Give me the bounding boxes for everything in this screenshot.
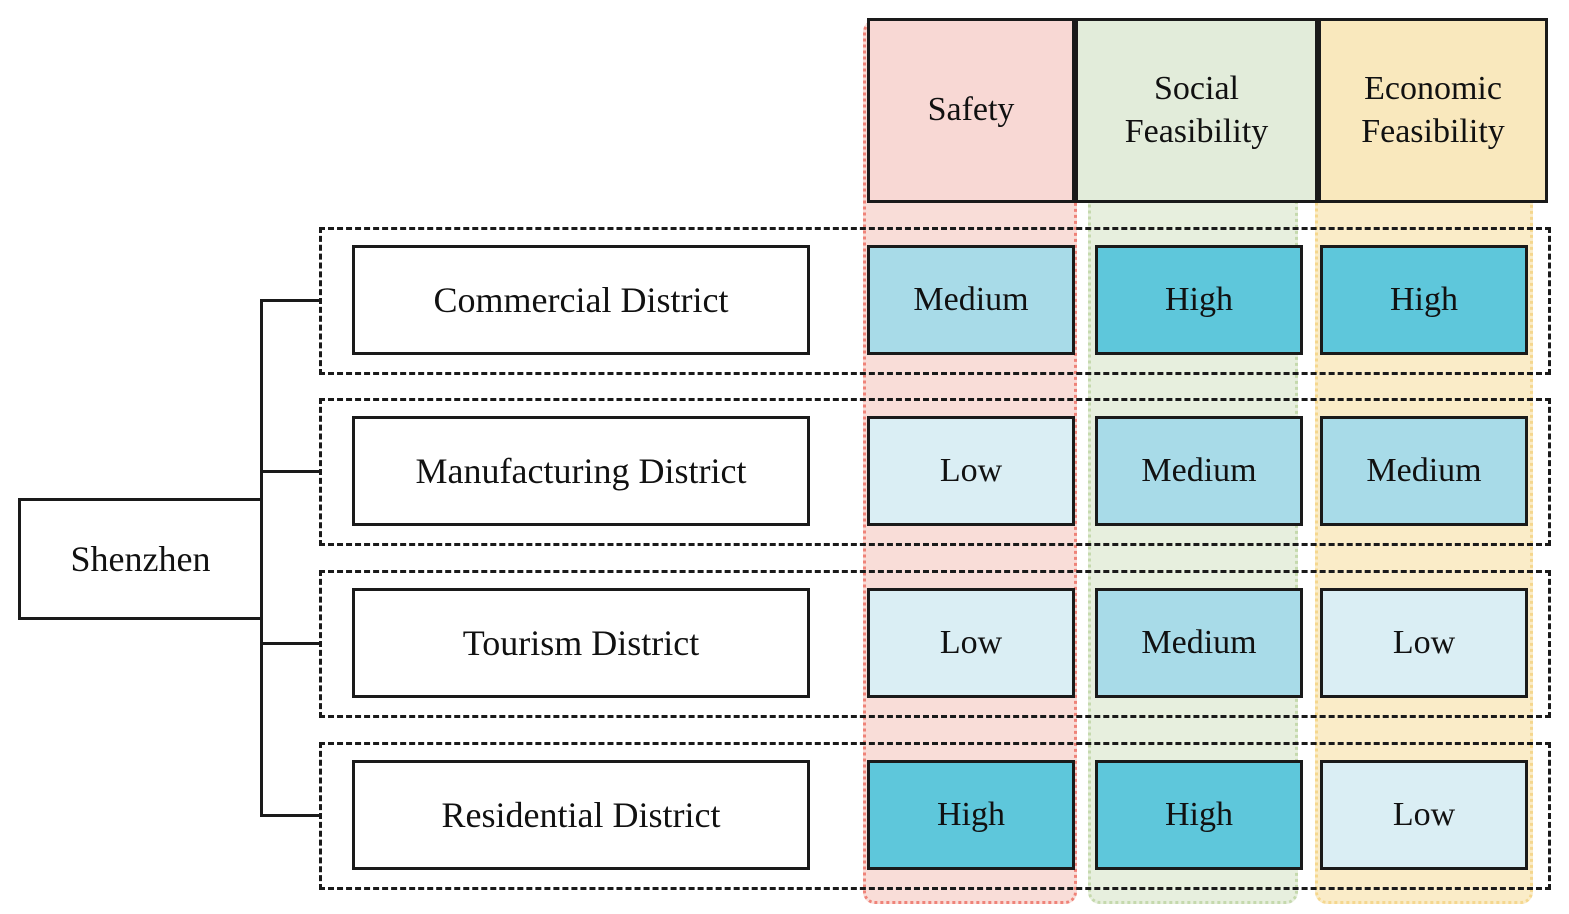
column-header-social-feasibility: Social Feasibility — [1075, 18, 1318, 203]
rating-value: Medium — [1366, 452, 1482, 489]
root-node-shenzhen: Shenzhen — [18, 498, 263, 620]
district-label: Commercial District — [433, 280, 729, 320]
row-group-tourism — [319, 570, 1551, 718]
rating-value: High — [1390, 281, 1458, 318]
rating-value: High — [937, 796, 1005, 833]
district-node-tourism: Tourism District — [352, 588, 810, 698]
rating-cell-residential-social: High — [1095, 760, 1303, 870]
rating-value: Low — [939, 624, 1003, 661]
rating-value: Medium — [1141, 624, 1257, 661]
tree-branch-line-2 — [260, 470, 320, 473]
rating-cell-manufacturing-safety: Low — [867, 416, 1075, 526]
rating-cell-residential-economic: Low — [1320, 760, 1528, 870]
rating-value: High — [1165, 281, 1233, 318]
rating-cell-commercial-social: High — [1095, 245, 1303, 355]
district-node-commercial: Commercial District — [352, 245, 810, 355]
column-header-label: Safety — [927, 91, 1015, 129]
column-header-label: Economic Feasibility — [1361, 70, 1505, 150]
district-label: Tourism District — [462, 623, 700, 663]
rating-cell-manufacturing-social: Medium — [1095, 416, 1303, 526]
row-group-manufacturing — [319, 398, 1551, 546]
rating-value: High — [1165, 796, 1233, 833]
root-label: Shenzhen — [70, 539, 211, 579]
tree-branch-line-4 — [260, 814, 320, 817]
rating-cell-commercial-economic: High — [1320, 245, 1528, 355]
rating-cell-tourism-safety: Low — [867, 588, 1075, 698]
column-header-label: Social Feasibility — [1124, 70, 1269, 150]
rating-value: Low — [939, 452, 1003, 489]
district-label: Manufacturing District — [415, 451, 747, 491]
rating-value: Low — [1392, 624, 1456, 661]
row-group-commercial — [319, 227, 1551, 375]
rating-value: Medium — [1141, 452, 1257, 489]
tree-branch-line-3 — [260, 642, 320, 645]
rating-cell-manufacturing-economic: Medium — [1320, 416, 1528, 526]
column-header-economic-feasibility: Economic Feasibility — [1318, 18, 1548, 203]
district-node-residential: Residential District — [352, 760, 810, 870]
row-group-residential — [319, 742, 1551, 890]
rating-cell-commercial-safety: Medium — [867, 245, 1075, 355]
rating-value: Low — [1392, 796, 1456, 833]
tree-branch-line-1 — [260, 299, 320, 302]
district-node-manufacturing: Manufacturing District — [352, 416, 810, 526]
rating-value: Medium — [913, 281, 1029, 318]
rating-cell-residential-safety: High — [867, 760, 1075, 870]
district-label: Residential District — [441, 795, 721, 835]
column-header-safety: Safety — [867, 18, 1075, 203]
rating-cell-tourism-social: Medium — [1095, 588, 1303, 698]
rating-cell-tourism-economic: Low — [1320, 588, 1528, 698]
